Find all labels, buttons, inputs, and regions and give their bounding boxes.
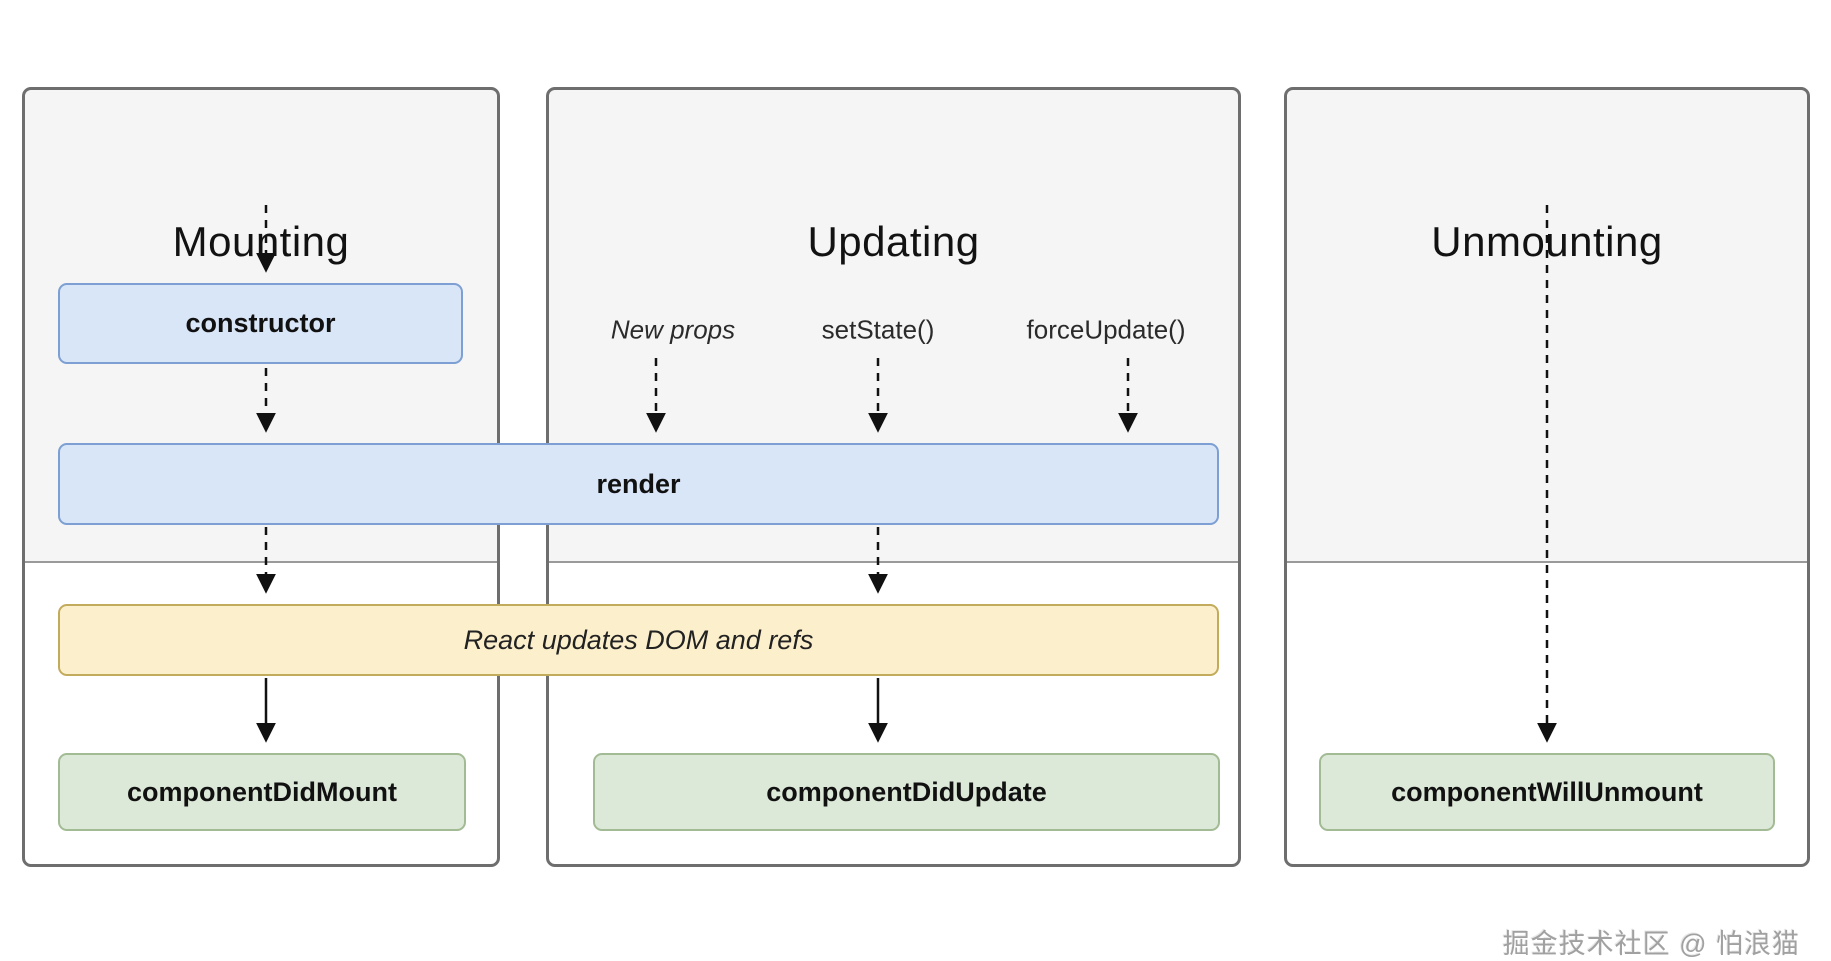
watermark: 掘金技术社区 @ 怕浪猫 — [1502, 929, 1800, 959]
panel-unmounting: Unmounting — [1284, 87, 1810, 867]
node-component-will-unmount: componentWillUnmount — [1319, 753, 1775, 831]
node-component-did-mount: componentDidMount — [58, 753, 466, 831]
panel-title-updating: Updating — [807, 218, 980, 265]
node-component-did-update: componentDidUpdate — [593, 753, 1220, 831]
label-set-state: setState() — [821, 314, 935, 345]
node-render: render — [58, 443, 1219, 525]
node-constructor: constructor — [58, 283, 463, 364]
panel-title-unmounting: Unmounting — [1431, 218, 1663, 265]
label-force-update: forceUpdate() — [1026, 314, 1186, 345]
label-new-props: New props — [610, 314, 736, 345]
panel-title-mounting: Mounting — [172, 218, 350, 265]
node-react-updates-dom: React updates DOM and refs — [58, 604, 1219, 676]
